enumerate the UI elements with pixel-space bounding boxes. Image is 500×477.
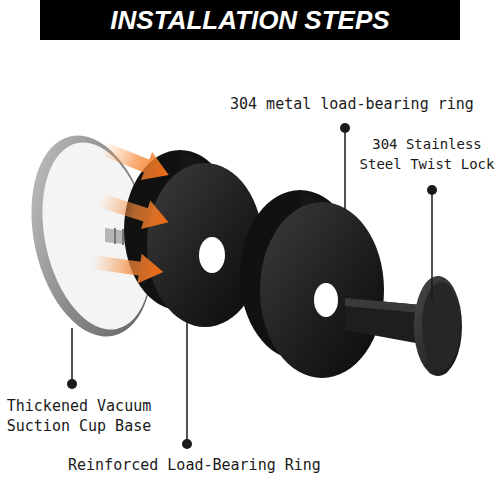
title-text: INSTALLATION STEPS [40,0,460,40]
leader-lines [72,128,432,444]
callout-label: Thickened Vacuum Suction Cup Base [3,396,155,436]
callout-label: 304 metal load-bearing ring [230,94,474,114]
callout-label: Reinforced Load-Bearing Ring [68,455,321,475]
callout-label: 304 Stainless Steel Twist Lock [358,134,496,174]
direction-arrows [90,134,174,287]
metal-ring [240,190,384,378]
twist-lock [345,276,462,376]
